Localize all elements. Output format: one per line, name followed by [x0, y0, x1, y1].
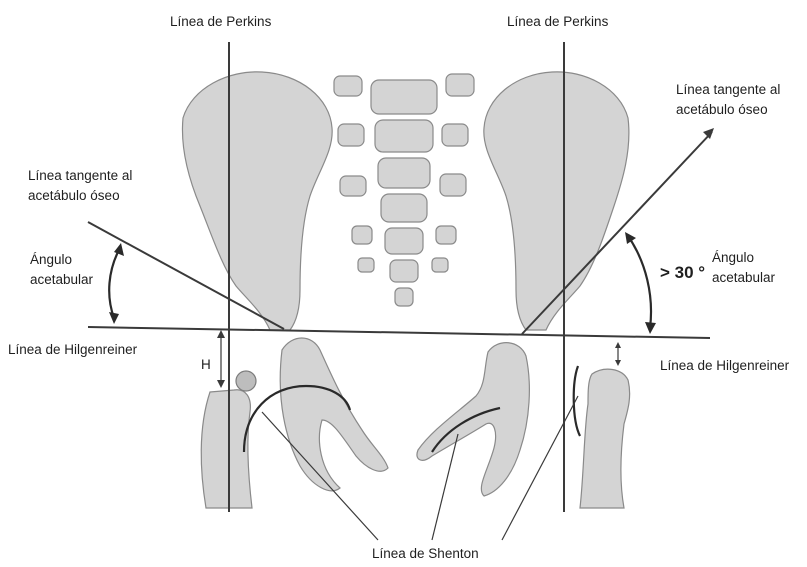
- acetabular-angle-arc-right: [625, 232, 656, 334]
- tangent-label-right-line1: Línea tangente al: [676, 82, 780, 97]
- angle-label-right-line2: acetabular: [712, 270, 776, 285]
- hilgenreiner-line: [88, 327, 710, 338]
- perkins-label-right: Línea de Perkins: [507, 14, 609, 29]
- perkins-label-left: Línea de Perkins: [170, 14, 272, 29]
- angle-label-right-line1: Ángulo: [712, 250, 754, 265]
- angle-label-left-line2: acetabular: [30, 272, 94, 287]
- tangent-label-left-line1: Línea tangente al: [28, 168, 132, 183]
- h-distance-marker: [217, 330, 225, 388]
- hilgenreiner-label-left: Línea de Hilgenreiner: [8, 342, 138, 357]
- right-iliac-wing: [484, 72, 629, 330]
- tangent-arrowhead-icon: [703, 128, 714, 139]
- acetabular-angle-arc-left: [109, 243, 124, 324]
- angle-label-left-line1: Ángulo: [30, 252, 72, 267]
- sacrum: [334, 74, 474, 306]
- shenton-label: Línea de Shenton: [372, 546, 479, 561]
- tangent-label-right-line2: acetábulo óseo: [676, 102, 768, 117]
- angle-value-label: > 30 °: [660, 263, 705, 282]
- right-distance-marker: [615, 342, 621, 366]
- shenton-arc-right-femur: [574, 366, 580, 436]
- left-iliac-wing: [182, 72, 332, 330]
- left-pubic-ramus: [280, 338, 388, 491]
- right-femur: [580, 369, 630, 508]
- right-pubic-ramus: [417, 343, 529, 496]
- h-marker-label: H: [201, 357, 211, 372]
- left-femoral-ossification-nucleus: [236, 371, 256, 391]
- tangent-label-left-line2: acetábulo óseo: [28, 188, 120, 203]
- hilgenreiner-label-right: Línea de Hilgenreiner: [660, 358, 790, 373]
